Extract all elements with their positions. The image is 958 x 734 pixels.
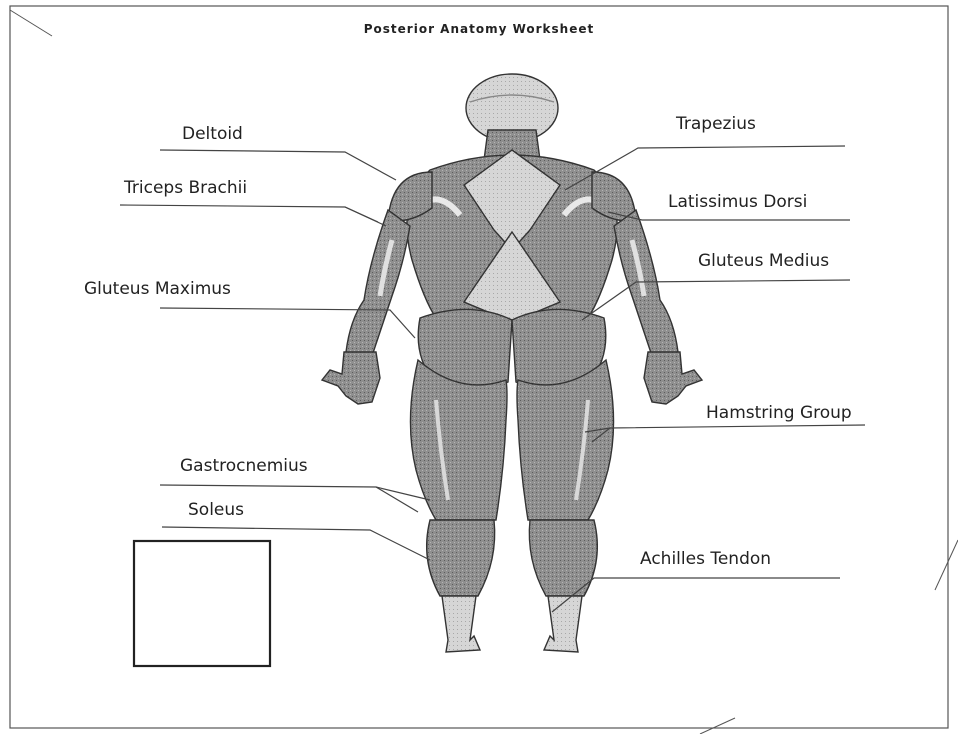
corner-mark bbox=[700, 718, 735, 734]
label-gastrocnemius: Gastrocnemius bbox=[180, 456, 308, 476]
label-triceps-brachii: Triceps Brachii bbox=[124, 178, 247, 198]
answer-box bbox=[134, 541, 270, 666]
label-gluteus-medius: Gluteus Medius bbox=[698, 251, 829, 271]
label-gluteus-maximus: Gluteus Maximus bbox=[84, 279, 231, 299]
label-hamstring-group: Hamstring Group bbox=[706, 403, 852, 423]
label-trapezius: Trapezius bbox=[676, 114, 756, 134]
label-soleus: Soleus bbox=[188, 500, 244, 520]
label-deltoid: Deltoid bbox=[182, 124, 243, 144]
label-achilles-tendon: Achilles Tendon bbox=[640, 549, 771, 569]
worksheet-title: Posterior Anatomy Worksheet bbox=[0, 22, 958, 36]
corner-mark bbox=[935, 540, 958, 590]
label-latissimus-dorsi: Latissimus Dorsi bbox=[668, 192, 807, 212]
